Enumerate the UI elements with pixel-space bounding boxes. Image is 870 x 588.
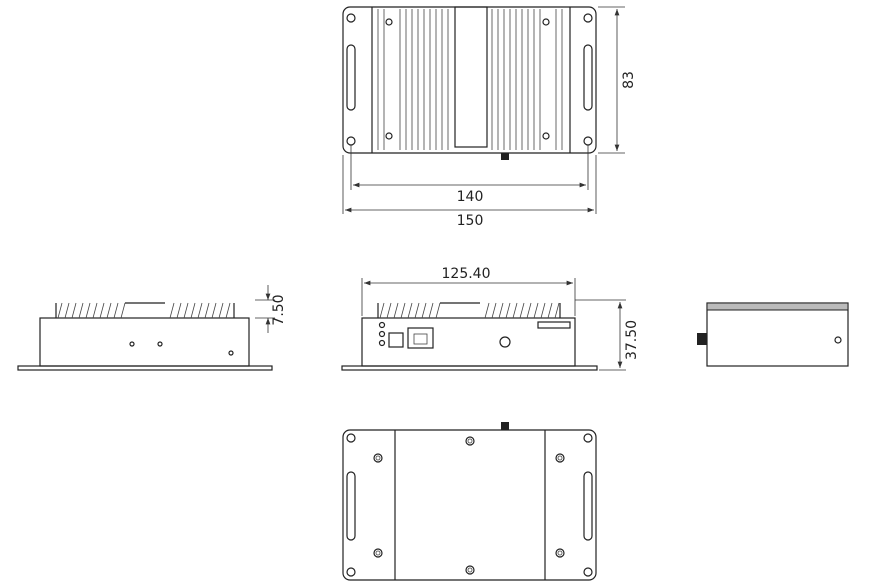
antenna-port: [499, 336, 511, 348]
fin-line: [533, 302, 539, 319]
fin-line: [71, 302, 77, 319]
fin-line: [484, 302, 490, 319]
fin-line: [204, 302, 210, 319]
fin-line: [190, 302, 196, 319]
fin-line: [491, 302, 497, 319]
fin-line: [379, 302, 385, 319]
fin-line: [407, 302, 413, 319]
power-connector: [388, 332, 404, 348]
fin-line: [64, 302, 70, 319]
fin-line: [498, 302, 504, 319]
fin-line: [99, 302, 105, 319]
dim-37-50: 37.50: [624, 320, 640, 360]
dim-125-40: 125.40: [442, 266, 491, 282]
fin-line: [519, 302, 525, 319]
top-view: 83 140 150: [342, 6, 637, 229]
bottom-view: [342, 422, 597, 581]
fin-line: [540, 302, 546, 319]
fin-line: [85, 302, 91, 319]
dim-140: 140: [457, 189, 484, 205]
fin-line: [78, 302, 84, 319]
fin-line: [176, 302, 182, 319]
fin-line: [218, 302, 224, 319]
fin-line: [512, 302, 518, 319]
fin-line: [386, 302, 392, 319]
fin-line: [526, 302, 532, 319]
dim-83: 83: [621, 71, 637, 89]
fin-line: [505, 302, 511, 319]
right-side-view: [697, 302, 849, 367]
fin-line: [547, 302, 553, 319]
fin-line: [113, 302, 119, 319]
front-view: 125.40 37.50: [341, 266, 640, 371]
fin-line: [197, 302, 203, 319]
dim-150: 150: [457, 213, 484, 229]
fin-line: [183, 302, 189, 319]
antenna-connector: [501, 153, 509, 160]
fin-line: [435, 302, 441, 319]
left-side-view: 7.50: [17, 285, 287, 371]
fin-line: [211, 302, 217, 319]
fin-line: [400, 302, 406, 319]
fin-line: [414, 302, 420, 319]
fin-line: [106, 302, 112, 319]
fin-line: [57, 302, 63, 319]
fin-line: [92, 302, 98, 319]
fin-line: [393, 302, 399, 319]
fin-line: [428, 302, 434, 319]
fin-line: [421, 302, 427, 319]
ethernet-port: [407, 327, 434, 349]
fin-line: [554, 302, 560, 319]
fin-line: [120, 302, 126, 319]
dim-7-50: 7.50: [271, 294, 287, 325]
fin-line: [225, 302, 231, 319]
fin-line: [169, 302, 175, 319]
